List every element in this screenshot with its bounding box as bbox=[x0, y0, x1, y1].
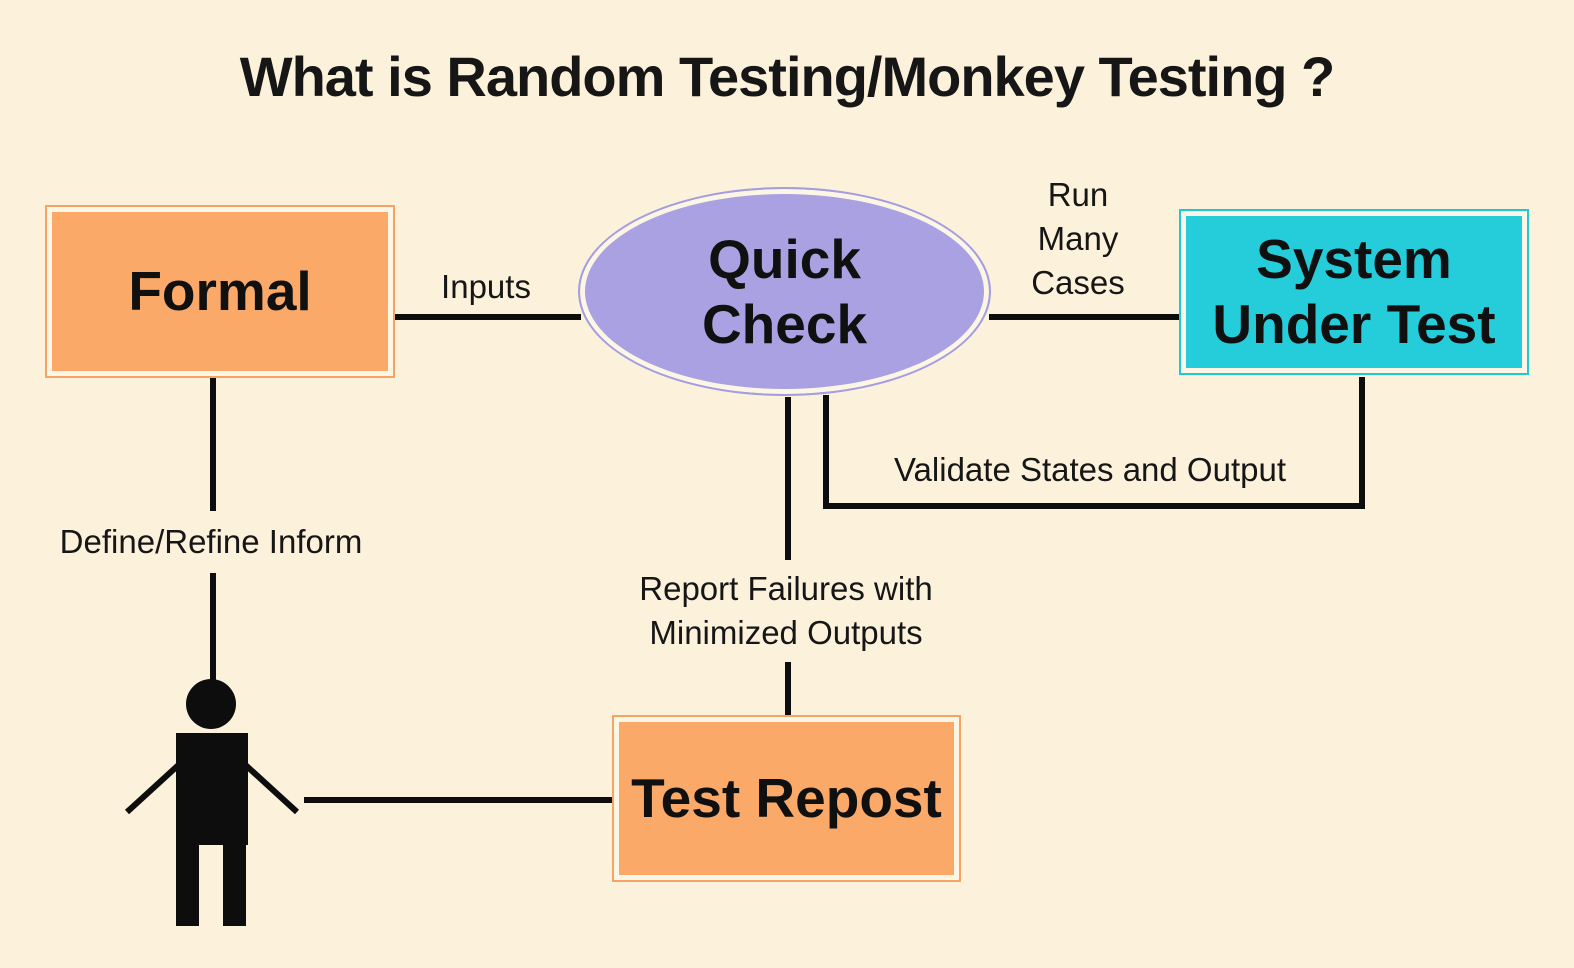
person-right-leg bbox=[223, 843, 246, 926]
person-right-arm bbox=[225, 746, 300, 815]
person-head bbox=[186, 679, 236, 729]
edge-validate-line bbox=[823, 377, 1365, 509]
node-quick-check: Quick Check bbox=[578, 187, 991, 396]
node-test-report: Test Repost bbox=[612, 715, 961, 882]
person-left-arm bbox=[124, 746, 199, 815]
node-formal: Formal bbox=[45, 205, 395, 378]
node-system-under-test: System Under Test bbox=[1179, 209, 1529, 375]
node-test-report-label: Test Repost bbox=[631, 767, 942, 830]
node-quick-check-label: Quick Check bbox=[701, 227, 868, 355]
edge-label-run-many-cases: Run Many Cases bbox=[1031, 176, 1125, 301]
node-system-under-test-label: System Under Test bbox=[1212, 228, 1496, 355]
person-left-leg bbox=[176, 843, 199, 926]
person-torso bbox=[176, 733, 248, 845]
page-title: What is Random Testing/Monkey Testing ? bbox=[239, 45, 1336, 108]
edge-label-define-refine: Define/Refine Inform bbox=[59, 523, 363, 561]
edge-label-validate: Validate States and Output bbox=[894, 451, 1286, 489]
edge-label-report-failures: Report Failures with Minimized Outputs bbox=[639, 570, 933, 651]
node-formal-label: Formal bbox=[128, 260, 312, 323]
edge-label-inputs: Inputs bbox=[441, 268, 531, 306]
person-icon bbox=[124, 679, 300, 926]
